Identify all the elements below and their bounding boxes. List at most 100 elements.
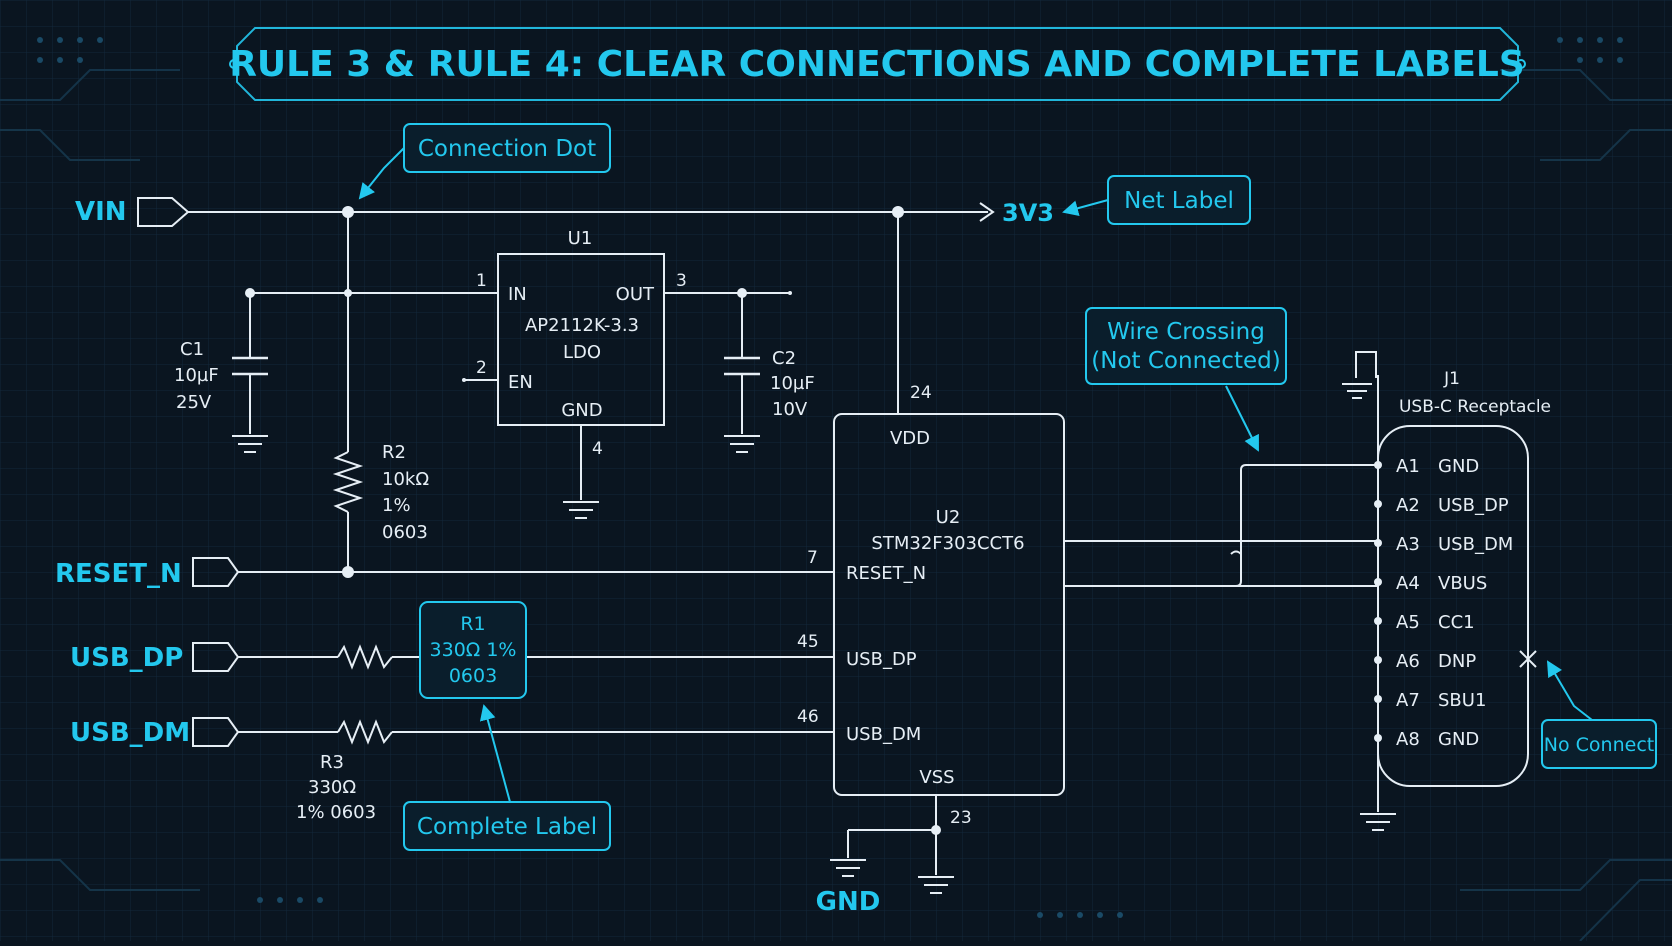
j1-pin-dot: [1374, 500, 1382, 508]
u1-pin-en: EN: [508, 372, 533, 393]
j1-pin-number: A6: [1396, 651, 1420, 672]
j1-pin-name: DNP: [1438, 651, 1476, 672]
title-frame: [229, 27, 1526, 101]
j1-pin-number: A8: [1396, 729, 1420, 750]
net-label-3v3: 3V3: [1002, 199, 1054, 227]
u2-pin-reset: RESET_N: [846, 563, 926, 584]
r2-ref: R2: [382, 442, 406, 463]
u2-part: STM32F303CCT6: [871, 533, 1024, 554]
callout-connection-dot: Connection Dot: [418, 136, 596, 162]
u2-pin-num-24: 24: [910, 383, 932, 403]
u2-pin-vss: VSS: [919, 767, 954, 788]
j1-pin-number: A3: [1396, 534, 1420, 555]
resistor-r1-symbol: [337, 644, 393, 670]
j1-pin-dot: [1374, 734, 1382, 742]
j1-pin-dot: [1374, 695, 1382, 703]
capacitor-c2-symbol: [724, 356, 760, 376]
net-label-gnd: GND: [816, 887, 881, 917]
c2-value: 10µF: [770, 373, 815, 394]
decorative-traces: [0, 69, 1672, 942]
callout-wire-crossing-line1: Wire Crossing: [1107, 319, 1265, 345]
c1-ref: C1: [180, 339, 204, 360]
page-title: RULE 3 & RULE 4: CLEAR CONNECTIONS AND C…: [229, 44, 1525, 85]
c1-value: 10µF: [174, 365, 219, 386]
u1-pin-num-3: 3: [676, 271, 687, 291]
ground-symbols: [232, 351, 1396, 894]
r2-value: 10kΩ: [382, 469, 429, 490]
u1-body: [497, 253, 665, 426]
r1-package: 0603: [449, 665, 497, 687]
r1-ref: R1: [460, 613, 485, 635]
u2-pin-num-45: 45: [797, 632, 819, 652]
port-flags: [137, 197, 240, 747]
callout-pointers: [358, 147, 1593, 803]
net-arrow-3v3: [979, 202, 995, 222]
j1-pin-name: USB_DM: [1438, 534, 1513, 555]
j1-pin-number: A4: [1396, 573, 1420, 594]
r2-tolerance: 1%: [382, 495, 411, 516]
u1-part: AP2112K-3.3: [525, 315, 639, 336]
u2-pin-vdd: VDD: [890, 428, 930, 449]
j1-pin-dot: [1374, 656, 1382, 664]
j1-ref: J1: [1443, 369, 1460, 389]
j1-pin-name: GND: [1438, 729, 1479, 750]
u2-pin-num-23: 23: [950, 808, 972, 828]
u2-body: [833, 413, 1065, 796]
u2-pin-usb-dm: USB_DM: [846, 724, 921, 745]
port-usb-dm: USB_DM: [70, 718, 190, 748]
j1-pin-name: USB_DP: [1438, 495, 1509, 516]
capacitor-c1-symbol: [232, 356, 268, 376]
r3-value: 330Ω: [308, 777, 356, 798]
port-usb-dp: USB_DP: [70, 643, 183, 673]
port-reset-n: RESET_N: [55, 559, 182, 589]
j1-pin-name: VBUS: [1438, 573, 1487, 594]
j1-pin-dot: [1374, 539, 1382, 547]
j1-part: USB-C Receptacle: [1399, 397, 1551, 417]
c1-voltage: 25V: [176, 392, 212, 413]
callout-wire-crossing-line2: (Not Connected): [1091, 348, 1280, 374]
j1-pin-name: CC1: [1438, 612, 1475, 633]
u2-pin-num-7: 7: [807, 548, 818, 568]
u1-pin-num-2: 2: [476, 358, 487, 378]
r1-value: 330Ω 1%: [430, 639, 517, 661]
j1-pin-dot: [1374, 617, 1382, 625]
decorative-dots: [37, 37, 1623, 918]
j1-body: [1377, 425, 1529, 787]
j1-pin-name: SBU1: [1438, 690, 1486, 711]
connection-dots: [245, 206, 941, 835]
u2-pin-usb-dp: USB_DP: [846, 649, 917, 670]
r1-label-box: [419, 601, 527, 699]
j1-pin-number: A7: [1396, 690, 1420, 711]
j1-pin-name: GND: [1438, 456, 1479, 477]
u1-pin-num-1: 1: [476, 271, 487, 291]
u1-pin-gnd: GND: [561, 400, 602, 421]
r3-ref: R3: [320, 752, 344, 773]
callout-net-label: Net Label: [1124, 188, 1234, 214]
r2-package: 0603: [382, 522, 428, 543]
u2-pin-num-46: 46: [797, 707, 819, 727]
resistor-r3-symbol: [337, 719, 393, 745]
j1-pin-dot: [1374, 578, 1382, 586]
u1-pin-in: IN: [508, 284, 527, 305]
callout-complete-label: Complete Label: [417, 814, 597, 840]
u1-pin-out: OUT: [616, 284, 655, 305]
callout-no-connect: No Connect: [1544, 734, 1654, 756]
port-vin: VIN: [75, 197, 127, 227]
u1-pin-num-4: 4: [592, 439, 603, 459]
r3-tol-pkg: 1% 0603: [296, 802, 376, 823]
j1-pin-number: A1: [1396, 456, 1420, 477]
c2-ref: C2: [772, 348, 796, 369]
c2-voltage: 10V: [772, 399, 808, 420]
j1-pin-number: A2: [1396, 495, 1420, 516]
resistor-r2-symbol: [332, 451, 364, 513]
u2-ref: U2: [936, 507, 961, 528]
u1-ref: U1: [568, 228, 593, 249]
no-connect-marker: [1519, 650, 1537, 668]
j1-pin-number: A5: [1396, 612, 1420, 633]
j1-pin-dot: [1374, 461, 1382, 469]
u1-type: LDO: [563, 342, 601, 363]
